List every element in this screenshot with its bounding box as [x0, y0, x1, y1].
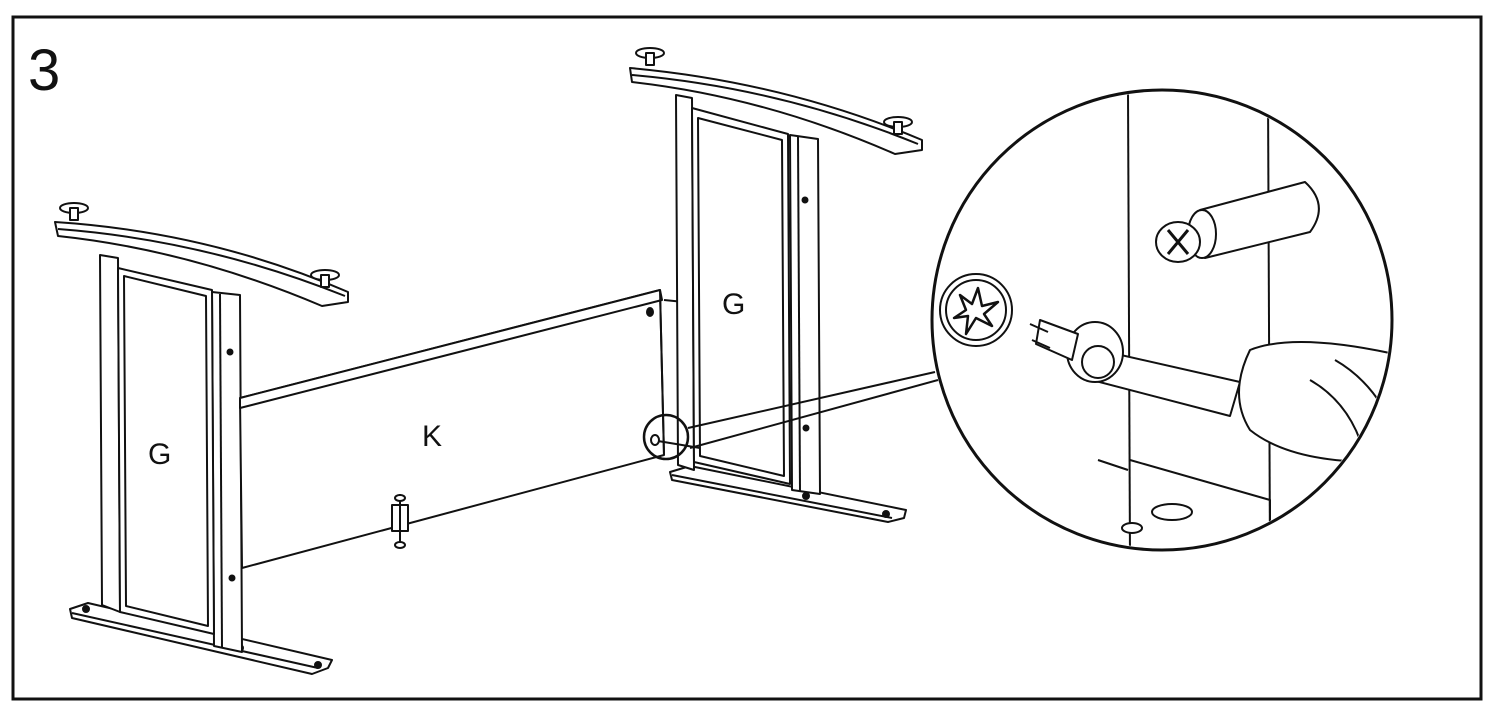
cam-bolt-fitting [391, 494, 409, 549]
left-leg-frame [54, 202, 349, 675]
modesty-panel [239, 289, 685, 569]
callout-leader-bottom [689, 379, 939, 449]
right-leg-frame [629, 47, 923, 523]
callout-leader-top [687, 371, 936, 429]
label-right-leg: G [722, 288, 745, 321]
label-panel: K [422, 420, 442, 453]
label-left-leg: G [148, 438, 171, 471]
cam-dowel-icon [1155, 181, 1320, 263]
step-number: 3 [28, 38, 60, 103]
cam-lock-icon [939, 273, 1013, 347]
